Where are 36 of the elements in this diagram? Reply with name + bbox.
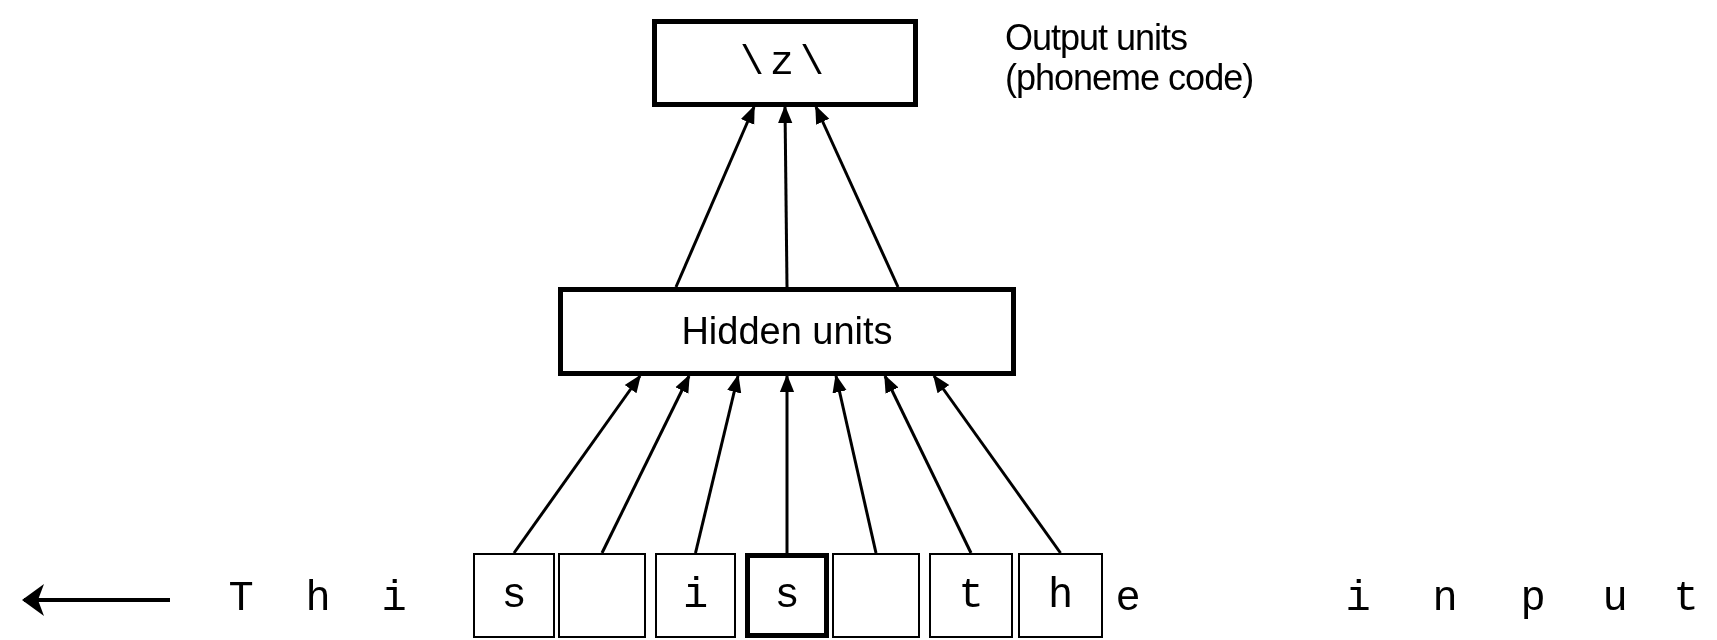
input-letter: u	[1602, 578, 1628, 620]
arrow	[932, 374, 1062, 554]
unit-label: h	[1047, 571, 1074, 620]
arrow	[512, 374, 642, 554]
input-letter: t	[1673, 578, 1699, 620]
input-letter: h	[305, 578, 331, 620]
layer-box	[558, 287, 1016, 376]
layer-caption: Output units (phoneme code)	[1005, 18, 1255, 98]
input-letter: n	[1432, 578, 1458, 620]
input-letter: i	[381, 578, 407, 620]
unit-label: s	[501, 571, 527, 620]
unit-box	[745, 553, 829, 638]
arrow	[694, 374, 742, 554]
input-letter: i	[1345, 578, 1371, 620]
arrow	[778, 105, 793, 287]
unit-box	[558, 553, 646, 638]
unit-box	[652, 19, 918, 107]
unit-label: i	[682, 571, 709, 620]
unit-box	[655, 553, 736, 638]
input-letter: T	[228, 578, 254, 620]
input-letter: p	[1520, 578, 1546, 620]
arrow	[779, 374, 795, 553]
unit-box	[832, 553, 920, 638]
input-letter: e	[1115, 578, 1141, 620]
arrow	[814, 105, 900, 288]
unit-box	[1018, 553, 1103, 638]
arrow	[832, 374, 878, 554]
unit-label: s	[774, 571, 800, 620]
unit-label: \z\	[740, 40, 830, 86]
unit-label: Hidden units	[681, 310, 893, 353]
unit-box	[473, 553, 555, 638]
arrow	[674, 105, 756, 288]
arrow	[883, 374, 973, 554]
arrow	[600, 374, 691, 554]
unit-label: t	[958, 571, 984, 620]
unit-box	[929, 553, 1013, 638]
